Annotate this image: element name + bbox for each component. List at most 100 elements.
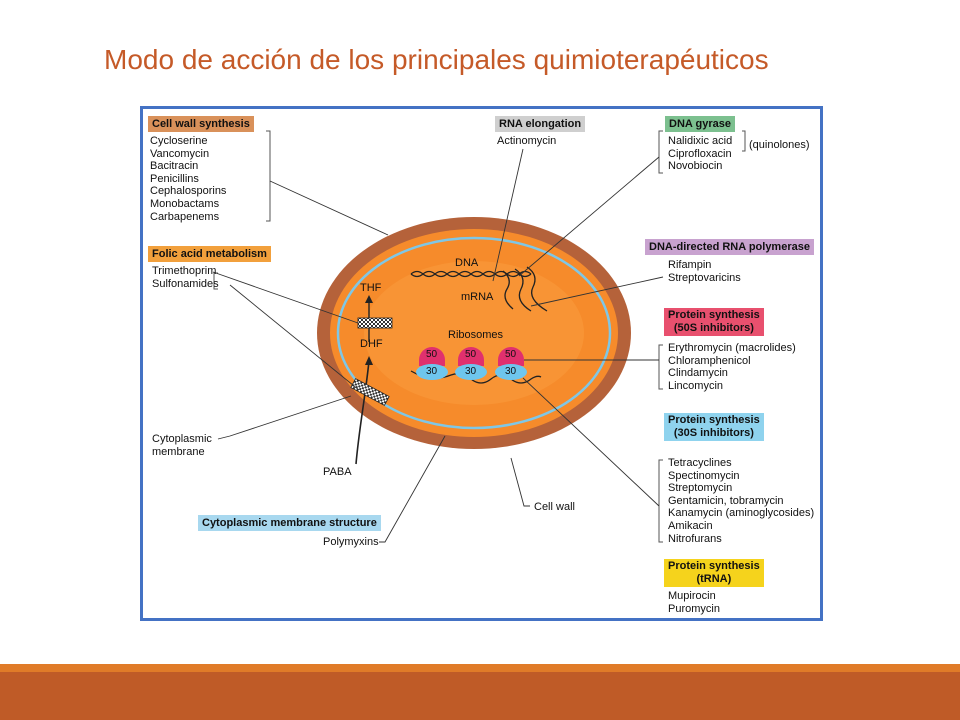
bracket-50s (658, 344, 663, 390)
drug-nitrofurans: Nitrofurans (668, 532, 722, 545)
mrna-strand (526, 266, 548, 312)
cytoplasmic-membrane-label-line2: membrane (152, 445, 205, 458)
footer-stripe-light (0, 664, 960, 672)
drug-nalidixic-acid: Nalidixic acid (668, 135, 733, 147)
drug-polymyxins: Polymyxins (323, 536, 379, 548)
drug-novobiocin: Novobiocin (668, 160, 723, 173)
leader-sulfonamides (229, 284, 360, 391)
drug-cycloserine: Cycloserine (150, 135, 208, 147)
sulfonamide-block (350, 378, 390, 406)
cell-diagram (212, 130, 746, 543)
drug-chloramphenicol: Chloramphenicol (668, 354, 751, 367)
leader-gyrase (518, 156, 660, 277)
ribosome (416, 347, 448, 380)
cell-wall-drug-list: Cycloserine Vancomycin Bacitracin Penici… (150, 135, 226, 223)
p50-drug-list: Erythromycin (macrolides) Chloramphenico… (668, 342, 796, 392)
drug-amikacin: Amikacin (668, 519, 713, 532)
ribosome (455, 347, 487, 380)
p30-drug-list: Tetracyclines Spectinomycin Streptomycin… (668, 457, 814, 545)
slide-title: Modo de acción de los principales quimio… (104, 44, 769, 75)
folic-drug-list: Trimethoprim Sulfonamides (152, 265, 219, 290)
drug-erythromycin: Erythromycin (macrolides) (668, 342, 796, 354)
drug-streptomycin: Streptomycin (668, 482, 733, 495)
leader-30s (522, 377, 660, 507)
drug-spectinomycin: Spectinomycin (668, 469, 740, 482)
dna-strand-2 (410, 270, 532, 278)
bracket-30s (658, 459, 663, 543)
quinolones-note: (quinolones) (749, 139, 810, 151)
ribosome-30-label: 30 (426, 366, 438, 377)
cytoplasmic-membrane-label: Cytoplasmic membrane (152, 433, 212, 458)
protein-synthesis-50s-heading: Protein synthesis (668, 309, 760, 321)
drug-tetracyclines: Tetracyclines (668, 457, 732, 469)
cell-wall-label: Cell wall (534, 501, 575, 513)
dna-gyrase-label: DNA gyrase (665, 116, 735, 132)
drug-ciprofloxacin: Ciprofloxacin (668, 147, 732, 160)
leader-membrane-label (217, 395, 352, 440)
drug-clindamycin: Clindamycin (668, 367, 728, 380)
cytoplasmic-membrane-label-line1: Cytoplasmic (152, 433, 212, 445)
drug-mupirocin: Mupirocin (668, 590, 716, 602)
folic-acid-metabolism-label: Folic acid metabolism (148, 246, 271, 262)
thf-label: THF (360, 282, 382, 294)
protein-synthesis-trna-heading: Protein synthesis (668, 560, 760, 572)
cytoplasmic-membrane (336, 236, 612, 430)
leader-cell-wall-label (510, 457, 530, 507)
trimethoprim-block (357, 317, 393, 329)
leader-trimethoprim (212, 271, 359, 324)
leader-polymyxins (379, 435, 446, 543)
protein-synthesis-30s-label: Protein synthesis (30S inhibitors) (664, 413, 764, 441)
drug-bacitracin: Bacitracin (150, 160, 199, 173)
protein-synthesis-30s-heading: Protein synthesis (668, 414, 760, 426)
drug-vancomycin: Vancomycin (150, 147, 210, 160)
leader-rnap (530, 276, 664, 307)
ribosomes-label: Ribosomes (448, 329, 504, 341)
antibiotic-mechanism-figure: Cell wall synthesis Cycloserine Vancomyc… (140, 106, 823, 621)
drug-cephalosporins: Cephalosporins (150, 185, 227, 198)
dhf-label: DHF (360, 338, 383, 350)
leader-cell-wall (269, 180, 389, 236)
ribosome (495, 347, 527, 380)
dna-label: DNA (455, 257, 479, 269)
mrna-label: mRNA (461, 291, 494, 303)
drug-puromycin: Puromycin (668, 602, 720, 615)
bracket-cell-wall (266, 130, 271, 222)
protein-synthesis-trna-subheading: (tRNA) (696, 573, 732, 585)
membrane-structure-label: Cytoplasmic membrane structure (198, 515, 381, 531)
protein-synthesis-50s-label: Protein synthesis (50S inhibitors) (664, 308, 764, 336)
paba-label: PABA (323, 466, 352, 478)
ribosome-50-label: 50 (505, 349, 517, 360)
paba-arrow (355, 360, 370, 465)
gyrase-drug-list: Nalidixic acid Ciprofloxacin Novobiocin (668, 135, 732, 173)
drug-streptovaricins: Streptovaricins (668, 271, 741, 284)
mrna-strand (514, 268, 532, 312)
bracket-gyrase (658, 130, 663, 174)
mrna-ribosome-line (410, 370, 542, 384)
rna-polymerase-label: DNA-directed RNA polymerase (645, 239, 814, 255)
trna-drug-list: Mupirocin Puromycin (668, 590, 720, 615)
drug-carbapenems: Carbapenems (150, 210, 220, 223)
mrna-strand (502, 270, 514, 310)
cell-wall-synthesis-label: Cell wall synthesis (148, 116, 254, 132)
rna-elongation-label: RNA elongation (495, 116, 586, 132)
ribosome-30-label: 30 (505, 366, 517, 377)
ribosome-50-label: 50 (465, 349, 477, 360)
membrane-drug-list: Polymyxins (323, 536, 379, 549)
ribosome-50-label: 50 (426, 349, 438, 360)
drug-sulfonamides: Sulfonamides (152, 277, 219, 290)
drug-kanamycin: Kanamycin (aminoglycosides) (668, 507, 815, 520)
drug-penicillins: Penicillins (150, 172, 199, 185)
protein-synthesis-50s-subheading: (50S inhibitors) (673, 322, 754, 334)
protein-synthesis-30s-subheading: (30S inhibitors) (673, 427, 754, 439)
rna-drug-list: Actinomycin (497, 135, 556, 148)
protein-synthesis-trna-label: Protein synthesis (tRNA) (664, 559, 764, 587)
rnap-drug-list: Rifampin Streptovaricins (668, 259, 741, 284)
drug-gentamicin-tobramycin: Gentamicin, tobramycin (668, 494, 784, 507)
footer-stripe-dark (0, 672, 960, 720)
drug-actinomycin: Actinomycin (497, 135, 557, 147)
leader-actinomycin (492, 148, 524, 282)
drug-trimethoprim: Trimethoprim (152, 265, 217, 277)
drug-monobactams: Monobactams (150, 197, 220, 210)
bracket-quinolones (742, 130, 746, 152)
drug-lincomycin: Lincomycin (668, 379, 724, 392)
